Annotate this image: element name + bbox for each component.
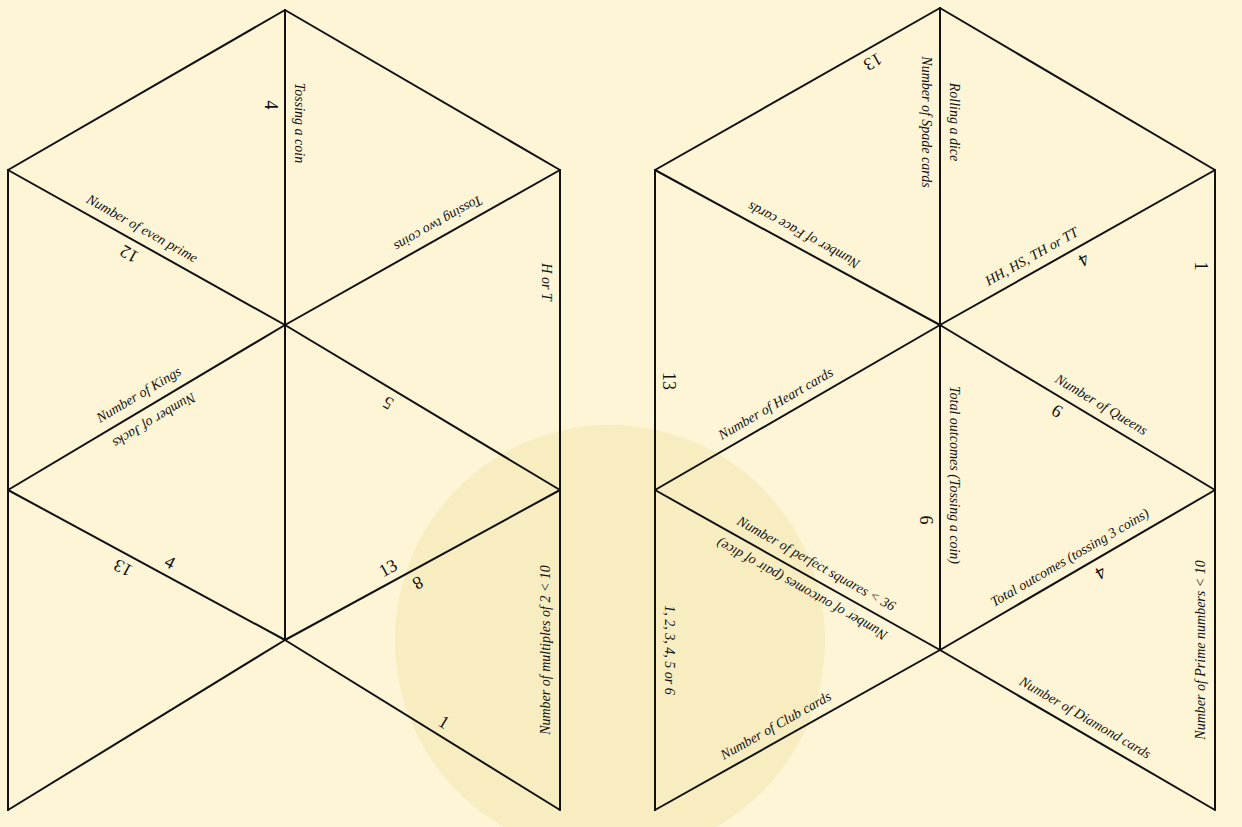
puzzle-label: 13	[861, 50, 886, 75]
right-tarsia-piece	[655, 8, 1215, 810]
puzzle-label: Tossing two coins	[391, 192, 484, 253]
puzzle-label: 1, 2, 3, 4, 5 or 6	[662, 605, 676, 694]
puzzle-label: Number of even prime	[84, 192, 200, 265]
puzzle-label: 13	[660, 372, 678, 390]
puzzle-label: Tossing a coin	[292, 83, 306, 163]
globe-watermark	[395, 425, 825, 827]
puzzle-label: 9	[1048, 401, 1065, 421]
puzzle-label: 6	[917, 516, 935, 525]
puzzle-label: Number of Diamond cards	[1017, 674, 1153, 761]
puzzle-label: 5	[379, 393, 396, 413]
puzzle-label: Total outcomes (tossing 3 coins)	[989, 506, 1152, 609]
puzzle-label: 12	[116, 241, 140, 265]
puzzle-label: 4	[262, 100, 280, 109]
puzzle-label: 1	[1192, 262, 1210, 271]
puzzle-label: Number of Spade cards	[919, 56, 933, 187]
puzzle-label: Number of Face cards	[746, 199, 863, 271]
puzzle-label: Number of multiples of 2 < 10	[539, 565, 553, 735]
puzzle-label: H or T	[539, 263, 553, 300]
puzzle-label: Number of Heart cards	[717, 365, 836, 442]
puzzle-label: 13	[111, 556, 135, 580]
puzzle-label: 4	[162, 552, 178, 572]
puzzle-label: Rolling a dice	[947, 83, 961, 162]
puzzle-label: 4	[1076, 250, 1093, 270]
left-tarsia-piece	[8, 10, 560, 810]
puzzle-label: 13	[376, 555, 400, 579]
puzzle-label: 4	[1093, 562, 1110, 582]
puzzle-label: Total outcomes (Tossing a coin)	[947, 386, 961, 564]
puzzle-label: Number of Prime numbers < 10	[1194, 560, 1208, 739]
puzzle-label: HH, HS, TH or TT	[983, 225, 1081, 288]
puzzle-label: Number of Queens	[1053, 372, 1150, 438]
